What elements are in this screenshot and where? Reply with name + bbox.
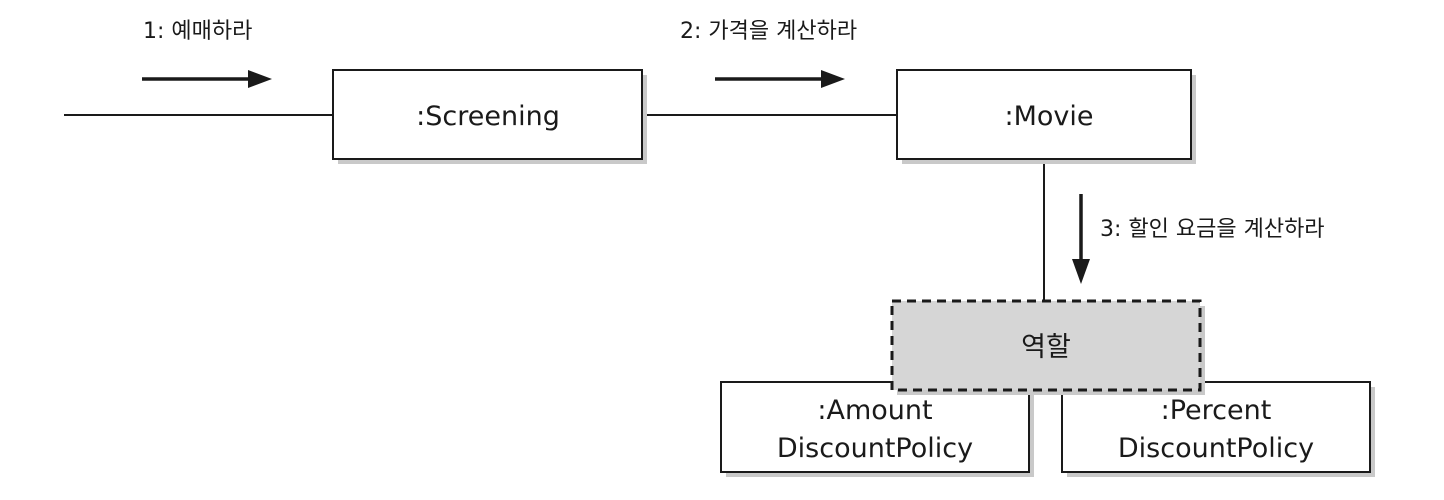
message-2-label: 2: 가격을 계산하라 <box>680 19 857 44</box>
movie-object-label: :Movie <box>1004 101 1093 132</box>
amount-discount-policy-label-line1: :Amount <box>817 395 932 426</box>
message-2-arrow <box>715 70 845 88</box>
amount-discount-policy-object: :Amount DiscountPolicy <box>720 381 1034 477</box>
screening-object: :Screening <box>332 69 647 164</box>
percent-discount-policy-label-line1: :Percent <box>1161 395 1272 426</box>
message-1-arrow <box>142 70 272 88</box>
screening-object-label: :Screening <box>416 101 560 132</box>
movie-object: :Movie <box>896 69 1196 164</box>
percent-discount-policy-label-line2: DiscountPolicy <box>1118 433 1314 464</box>
message-3-arrow <box>1072 194 1090 284</box>
message-1-label: 1: 예매하라 <box>143 19 252 44</box>
amount-discount-policy-label-line2: DiscountPolicy <box>777 433 973 464</box>
role-object: 역할 <box>890 299 1205 395</box>
role-object-label: 역할 <box>1021 332 1071 363</box>
percent-discount-policy-object: :Percent DiscountPolicy <box>1061 381 1375 477</box>
message-3-label: 3: 할인 요금을 계산하라 <box>1100 217 1325 242</box>
